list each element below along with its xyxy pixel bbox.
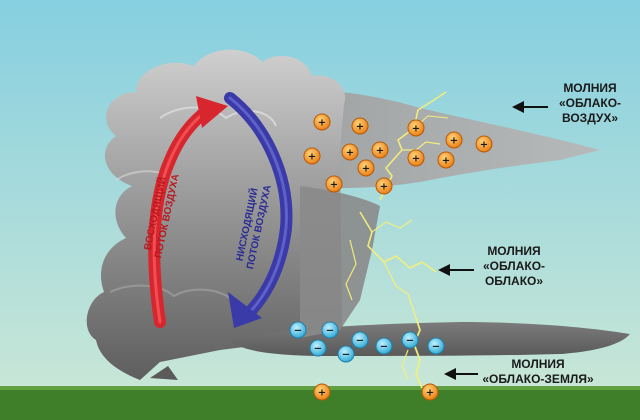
positive-charge-symbol: + [450,136,458,147]
label-cloud-cloud-line2: «ОБЛАКО- [483,259,545,273]
positive-charge: + [375,177,393,195]
negative-charge: − [427,337,445,355]
label-cloud-ground: МОЛНИЯ «ОБЛАКО-ЗЕМЛЯ» [444,357,594,386]
negative-charge: − [321,321,339,339]
positive-charge: + [357,159,375,177]
positive-charge: + [325,175,343,193]
positive-charge-symbol: + [442,156,450,167]
label-cloud-air-line1: МОЛНИЯ [563,81,616,95]
negative-charge-symbol: − [294,326,302,337]
negative-charge-symbol: − [406,336,414,347]
positive-charge-symbol: + [308,152,316,163]
positive-charge: + [303,147,321,165]
positive-charge-symbol: + [356,122,364,133]
downdraft-arrow [224,92,293,328]
negative-charge: − [401,331,419,349]
label-cloud-cloud-line1: МОЛНИЯ [487,244,540,258]
positive-charge: + [475,135,493,153]
negative-charges: −−−−−−−− [289,321,445,363]
label-cloud-cloud: МОЛНИЯ «ОБЛАКО- ОБЛАКО» [438,244,545,288]
positive-charge: + [445,131,463,149]
positive-charge-symbol: + [346,148,354,159]
positive-charge-symbol: + [362,164,370,175]
lightning-cloud-air [379,91,447,201]
ground-positive-charge: + [421,383,439,401]
positive-charge-symbol: + [412,154,420,165]
positive-charge-symbol: + [412,124,420,135]
lightning-cloud-cloud [359,211,437,273]
negative-charge: − [375,337,393,355]
positive-charge-symbol: + [380,182,388,193]
negative-charge-symbol: − [326,326,334,337]
positive-charge: + [407,149,425,167]
arrowhead-icon [444,368,456,380]
label-cloud-air-line3: ВОЗДУХ» [562,111,618,125]
label-cloud-ground-line2: «ОБЛАКО-ЗЕМЛЯ» [482,372,594,386]
label-cloud-air-line2: «ОБЛАКО- [559,96,621,110]
positive-charge-symbol: + [480,140,488,151]
updraft-arrow [148,96,228,328]
label-cloud-cloud-line3: ОБЛАКО» [485,274,543,288]
label-cloud-ground-line1: МОЛНИЯ [511,357,564,371]
positive-charge: + [407,119,425,137]
positive-charge-symbol: + [376,146,384,157]
ground-positive-charge-symbol: + [318,388,326,399]
label-cloud-air: МОЛНИЯ «ОБЛАКО- ВОЗДУХ» [512,81,621,125]
positive-charge: + [351,117,369,135]
negative-charge-symbol: − [314,344,322,355]
negative-charge: − [337,345,355,363]
positive-charge: + [371,141,389,159]
lightning-cloud-ground [413,317,423,389]
negative-charge-symbol: − [342,350,350,361]
lightning-bolts [345,91,449,389]
negative-charge: − [351,331,369,349]
negative-charge-symbol: − [356,336,364,347]
negative-charge: − [309,339,327,357]
ground-positive-charge-symbol: + [426,388,434,399]
positive-charge: + [341,143,359,161]
ground-positive-charge: + [313,383,331,401]
arrowhead-icon [438,264,450,276]
negative-charge: − [289,321,307,339]
positive-charge-symbol: + [318,118,326,129]
positive-charge: + [313,113,331,131]
negative-charge-symbol: − [432,342,440,353]
negative-charge-symbol: − [380,342,388,353]
positive-charges: +++++++++++++++ [303,113,493,401]
positive-charge-symbol: + [330,180,338,191]
arrowhead-icon [512,101,524,113]
positive-charge: + [437,151,455,169]
